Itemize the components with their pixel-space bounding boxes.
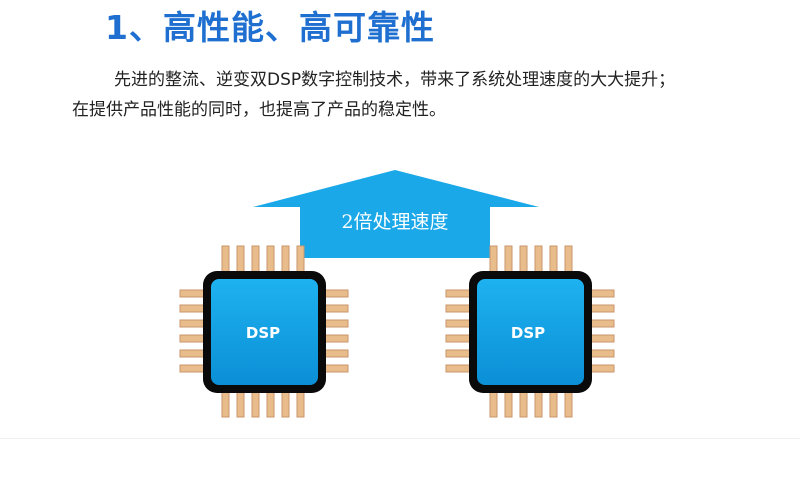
chip-right-label: DSP — [510, 324, 546, 342]
chip-left-pins — [179, 245, 349, 418]
chip-left-label: DSP — [245, 324, 281, 342]
speed-arrow — [253, 170, 539, 258]
arrow-label: 2倍处理速度 — [341, 211, 449, 233]
paragraph-line-2: 在提供产品性能的同时，也提高了产品的稳定性。 — [72, 100, 446, 120]
divider — [0, 438, 800, 439]
section-heading: 1、高性能、高可靠性 — [105, 8, 435, 47]
chip-right-body — [477, 279, 584, 385]
chip-left-body — [211, 279, 318, 385]
chip-right-pins — [445, 245, 615, 418]
paragraph-line-1: 先进的整流、逆变双DSP数字控制技术，带来了系统处理速度的大大提升； — [114, 70, 676, 90]
